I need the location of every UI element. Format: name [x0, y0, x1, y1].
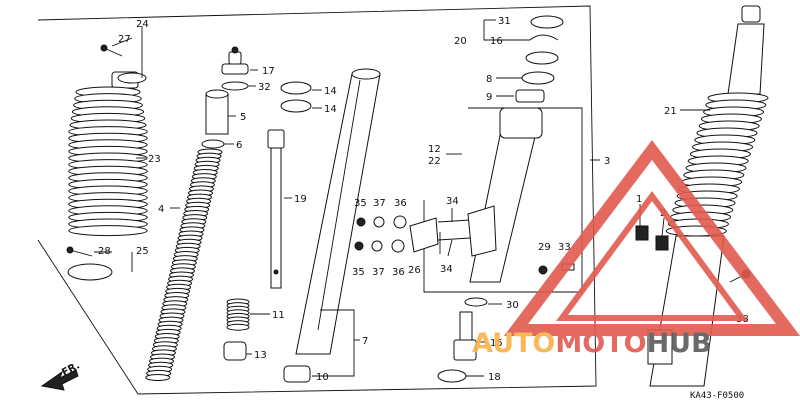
o-ring-32: [221, 81, 249, 91]
callout-16: 16: [490, 36, 503, 47]
callout-23: 23: [148, 154, 161, 165]
callout-6: 6: [236, 140, 242, 151]
bracket-26: [409, 217, 439, 253]
fork-tube-7: [295, 68, 381, 355]
callout-18: 18: [488, 372, 501, 383]
callout-3: 3: [604, 156, 610, 167]
callouts: 24 27 23 28 25 4 17 32 5 6 19 11 13 14 1…: [98, 16, 749, 383]
washer-36a: [393, 215, 407, 229]
fork-assembly-21: [647, 5, 769, 387]
callout-17: 17: [262, 66, 275, 77]
callout-21: 21: [664, 106, 677, 117]
damper-rod-19: [267, 129, 285, 289]
nut-35a: [356, 217, 366, 227]
callout-4: 4: [158, 204, 164, 215]
watermark-triangle-inner: [556, 190, 748, 321]
seal-14a: [280, 81, 312, 95]
washer-37a: [373, 216, 385, 228]
front-direction-arrow: FR.: [40, 360, 82, 391]
seal-31: [530, 15, 564, 29]
callout-32: 32: [258, 82, 271, 93]
reflector-2: [655, 235, 669, 251]
fork-slider-12: [467, 107, 543, 283]
callout-35a: 35: [354, 198, 367, 209]
callout-34b: 34: [440, 264, 453, 275]
bolt-29: [538, 265, 548, 275]
seal-14b: [280, 99, 312, 113]
callout-22: 22: [428, 156, 441, 167]
washer-8: [521, 71, 555, 85]
watermark-auto: AUTO: [472, 328, 555, 359]
clip-16: [529, 34, 559, 41]
piece-10: [283, 365, 311, 383]
diagram-code: KA43-F0500: [690, 391, 744, 401]
seal-20: [525, 51, 559, 65]
clamp-24: [117, 72, 147, 84]
dust-boot-23: [68, 71, 148, 237]
callout-37a: 37: [373, 198, 386, 209]
washer-30: [464, 297, 488, 307]
callout-24: 24: [136, 19, 149, 30]
callout-13: 13: [254, 350, 267, 361]
callout-36a: 36: [394, 198, 407, 209]
watermark-triangle: [503, 140, 800, 336]
callout-37b: 37: [372, 267, 385, 278]
callout-15: 15: [490, 338, 503, 349]
seal-18: [437, 369, 467, 383]
callout-10: 10: [316, 372, 329, 383]
watermark-hub: HUB: [647, 328, 712, 359]
callout-20: 20: [454, 36, 467, 47]
fork-spring-4: [145, 148, 223, 381]
callout-30: 30: [506, 300, 519, 311]
center-bolt-15: [453, 311, 477, 361]
callout-19: 19: [294, 194, 307, 205]
callout-5: 5: [240, 112, 246, 123]
washer-37b: [371, 240, 383, 252]
callout-14b: 14: [324, 104, 337, 115]
rebound-spring-11: [226, 298, 250, 331]
piece-13: [223, 341, 247, 361]
cap-bolt-17: [221, 46, 249, 75]
watermark-text: AUTOMOTOHUB: [472, 328, 712, 359]
callout-12: 12: [428, 144, 441, 155]
callout-11: 11: [272, 310, 285, 321]
leader-lines: [94, 19, 710, 377]
callout-36b: 36: [392, 267, 405, 278]
callout-33: 33: [558, 242, 571, 253]
stud-34b: [437, 237, 471, 241]
callout-29: 29: [538, 242, 551, 253]
watermark: AUTOMOTOHUB: [472, 140, 800, 359]
callout-35b: 35: [352, 267, 365, 278]
stud-34a: [437, 219, 471, 223]
nut-35b: [354, 241, 364, 251]
watermark-moto: MOTO: [555, 328, 646, 359]
washer-6: [201, 139, 225, 149]
bushing-9: [515, 89, 545, 103]
callout-7: 7: [362, 336, 368, 347]
clamp-25: [67, 263, 113, 281]
callout-1: 1: [636, 194, 642, 205]
callout-34a: 34: [446, 196, 459, 207]
washer-36b: [391, 239, 405, 253]
callout-27: 27: [118, 34, 131, 45]
callout-9: 9: [486, 92, 492, 103]
callout-31: 31: [498, 16, 511, 27]
callout-25: 25: [136, 246, 149, 257]
callout-26: 26: [408, 265, 421, 276]
reflector-1: [635, 225, 649, 241]
screw-28: [69, 249, 93, 257]
callout-8: 8: [486, 74, 492, 85]
callout-28: 28: [98, 246, 111, 257]
callout-14a: 14: [324, 86, 337, 97]
spacer-5: [205, 93, 229, 135]
assembly-frame: [37, 5, 597, 395]
